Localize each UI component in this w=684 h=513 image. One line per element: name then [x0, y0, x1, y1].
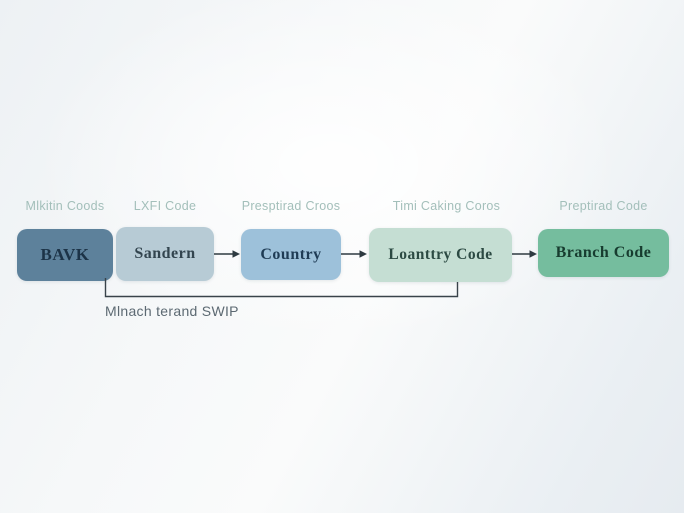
bracket-connector [104, 278, 459, 298]
node-top-label-bank: Mlkitin Coods [25, 199, 105, 213]
node-top-label-country: Presptirad Croos [241, 199, 341, 213]
node-top-label-country-code: Timi Caking Coros [392, 199, 501, 213]
node-sandern: Sandern [116, 227, 214, 281]
node-bank: BAVK [17, 229, 113, 281]
arrow-sandern-to-country [214, 250, 240, 258]
node-top-label-branch-code: Preptirad Code [559, 199, 648, 213]
node-country: Country [241, 229, 341, 280]
arrow-country-code-to-branch-code [512, 250, 537, 258]
node-top-label-sandern: LXFI Code [133, 199, 197, 213]
arrow-country-to-country-code [341, 250, 367, 258]
node-branch-code: Branch Code [538, 229, 669, 277]
node-country-code: Loanttry Code [369, 228, 512, 282]
bracket-caption: Mlnach terand SWIP [105, 303, 239, 319]
